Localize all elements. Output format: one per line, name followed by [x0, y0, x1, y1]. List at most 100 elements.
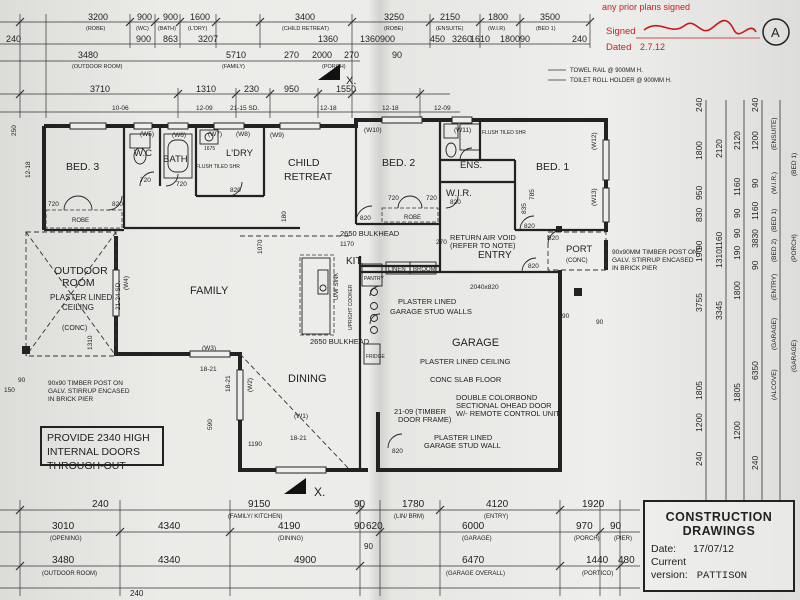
svg-text:(ENSUITE): (ENSUITE)	[436, 26, 464, 32]
svg-text:270: 270	[284, 50, 299, 60]
room-ldry: L'DRY	[226, 148, 254, 159]
svg-text:450: 450	[430, 34, 445, 44]
right-dim-col2-1: 1160	[714, 231, 724, 250]
svg-text:2650 BULKHEAD: 2650 BULKHEAD	[310, 337, 370, 346]
right-dim-col5-4: (ENTRY)	[771, 274, 778, 300]
revision-letter: A	[771, 25, 780, 40]
right-dimension-lines	[705, 100, 781, 500]
svg-text:1170: 1170	[340, 241, 354, 248]
svg-text:90: 90	[18, 377, 26, 384]
svg-text:90: 90	[596, 319, 604, 326]
svg-text:90: 90	[610, 521, 622, 532]
svg-text:(BED 1): (BED 1)	[536, 26, 556, 32]
fixtures	[129, 123, 481, 365]
room-child: CHILD	[288, 157, 320, 169]
right-dim-col4-2: 90	[750, 178, 760, 188]
right-dim-col1-5: 190	[694, 248, 704, 262]
construction-title-block: CONSTRUCTION DRAWINGS Date: 17/07/12 Cur…	[643, 500, 795, 592]
svg-text:(W6): (W6)	[172, 132, 186, 139]
uw-sink: U/W SINK	[334, 273, 340, 300]
svg-text:GALV. STIRRUP ENCASED: GALV. STIRRUP ENCASED	[612, 257, 694, 264]
north-arrow-top: X.	[318, 64, 356, 87]
signed-label: Signed	[606, 26, 636, 37]
right-dim-col1-1: 1800	[694, 141, 704, 160]
right-dim-col1-7: 1805	[694, 381, 704, 400]
svg-text:9150: 9150	[248, 499, 271, 510]
svg-text:(PIER): (PIER)	[614, 536, 632, 542]
svg-text:PLASTER LINED CEILING: PLASTER LINED CEILING	[420, 357, 511, 366]
right-dim-col3-3: 90	[732, 228, 742, 238]
svg-text:18-21: 18-21	[290, 435, 307, 442]
svg-text:GALV. STIRRUP ENCASED: GALV. STIRRUP ENCASED	[48, 388, 130, 395]
svg-text:21-09 (TIMBER: 21-09 (TIMBER	[394, 407, 447, 416]
svg-text:(ROBE): (ROBE)	[384, 26, 403, 32]
svg-text:4900: 4900	[294, 555, 317, 566]
svg-text:(L'DRY): (L'DRY)	[188, 26, 207, 32]
door-height-note: PROVIDE 2340 HIGH INTERNAL DOORS THROUGH…	[40, 426, 164, 472]
svg-text:18-21: 18-21	[200, 366, 217, 373]
svg-text:1310: 1310	[196, 84, 216, 94]
svg-text:785: 785	[529, 189, 536, 200]
right-dim-col6-1: (PORCH)	[791, 234, 798, 262]
svg-text:(W7): (W7)	[208, 131, 222, 138]
svg-text:(OUTDOOR ROOM): (OUTDOOR ROOM)	[42, 571, 97, 577]
right-dim-col1-8: 1200	[694, 413, 704, 432]
construction-title-2: DRAWINGS	[682, 524, 756, 538]
svg-text:240: 240	[92, 499, 109, 510]
svg-text:(PORCH): (PORCH)	[574, 536, 600, 542]
svg-text:(W11): (W11)	[454, 127, 471, 134]
bottom-dimension-lines	[0, 500, 640, 596]
svg-text:820: 820	[112, 201, 123, 208]
svg-text:(REFER TO NOTE): (REFER TO NOTE)	[450, 241, 516, 250]
svg-text:21-15 SD.: 21-15 SD.	[230, 105, 259, 112]
version-value: PATTISON	[696, 570, 748, 582]
svg-text:(W12): (W12)	[591, 132, 598, 150]
svg-text:(PORCH): (PORCH)	[322, 64, 346, 70]
svg-text:IN BRICK PIER: IN BRICK PIER	[48, 396, 93, 403]
svg-text:1550: 1550	[336, 84, 356, 94]
svg-text:(WC): (WC)	[136, 26, 149, 32]
right-dim-col3-2: 90	[732, 208, 742, 218]
svg-text:1360: 1360	[318, 34, 338, 44]
svg-text:720: 720	[48, 201, 59, 208]
dim-top-4: 1600	[190, 12, 210, 22]
svg-text:X.: X.	[314, 485, 325, 499]
svg-text:5710: 5710	[226, 50, 246, 60]
room-outdoor-1: OUTDOOR	[54, 265, 108, 277]
signature-scribble	[643, 19, 757, 35]
svg-text:3480: 3480	[78, 50, 98, 60]
right-dim-col1-3: 830	[694, 208, 704, 222]
bottom-dimension-text: 240 9150 90 1780 4120 1920 (FAMILY/ KITC…	[42, 499, 635, 598]
room-dining: DINING	[288, 373, 327, 385]
svg-text:12-18: 12-18	[320, 105, 337, 112]
svg-text:270: 270	[436, 239, 447, 246]
svg-text:1190: 1190	[248, 441, 262, 448]
room-garage: GARAGE	[452, 337, 499, 349]
svg-text:12-09: 12-09	[196, 105, 213, 112]
svg-text:12-18: 12-18	[25, 161, 32, 178]
broom: BROOM	[413, 267, 436, 273]
dim-top-7: 2150	[440, 12, 460, 22]
room-outdoor-2: ROOM	[62, 277, 95, 289]
version-label: version:	[651, 569, 688, 581]
svg-text:(OUTDOOR ROOM): (OUTDOOR ROOM)	[72, 64, 123, 70]
svg-text:2000: 2000	[312, 50, 332, 60]
current-label: Current	[651, 556, 687, 568]
svg-text:6000: 6000	[462, 521, 485, 532]
right-dim-col5-5: (GARAGE)	[771, 318, 778, 350]
right-dim-col5-3: (BED 2)	[771, 239, 778, 262]
svg-text:4190: 4190	[278, 521, 301, 532]
svg-text:720: 720	[426, 195, 437, 202]
dim-top-2: 900	[137, 12, 152, 22]
svg-text:90: 90	[520, 34, 530, 44]
misc-dimensions: 12-18 21-24 SD. 18-21 18-21 18-21 1070 1…	[4, 125, 604, 448]
dim-top-9: 3500	[540, 12, 560, 22]
svg-text:1610: 1610	[470, 34, 490, 44]
plan-notes: RETURN AIR VOID (REFER TO NOTE) 2650 BUL…	[48, 229, 698, 450]
svg-text:(W8): (W8)	[236, 131, 250, 138]
svg-text:3010: 3010	[52, 521, 75, 532]
svg-text:DOOR FRAME): DOOR FRAME)	[398, 415, 452, 424]
upright-cooker: UPRIGHT COOKER	[348, 284, 354, 330]
svg-text:720: 720	[388, 195, 399, 202]
right-dim-col2-3: 3345	[714, 301, 724, 320]
